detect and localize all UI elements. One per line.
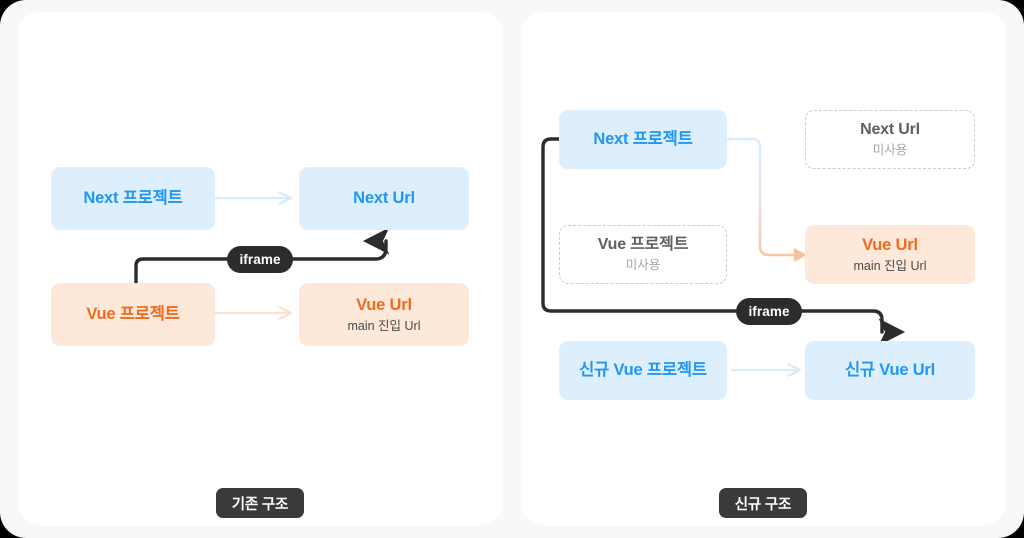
legacy-architecture-card: Next 프로젝트 Next Url Vue 프로젝트 Vue Url main… — [18, 12, 503, 525]
node-next-url-unused[interactable]: Next Url 미사용 — [805, 110, 975, 169]
node-subtitle: main 진입 Url — [853, 258, 927, 273]
node-title: Vue 프로젝트 — [86, 305, 180, 324]
node-title: Next 프로젝트 — [83, 189, 183, 208]
node-vue-url[interactable]: Vue Url main 진입 Url — [805, 225, 975, 284]
new-caption-label: 신규 구조 — [734, 496, 792, 513]
node-subtitle: 미사용 — [872, 143, 908, 158]
node-title: Next Url — [353, 189, 415, 208]
node-title: Next Url — [860, 121, 920, 139]
node-next-url[interactable]: Next Url — [299, 167, 469, 230]
node-vue-url[interactable]: Vue Url main 진입 Url — [299, 283, 469, 346]
node-subtitle: 미사용 — [625, 258, 661, 273]
node-title: Next 프로젝트 — [593, 130, 693, 149]
new-architecture-card: Next 프로젝트 Next Url 미사용 Vue 프로젝트 미사용 Vue … — [521, 12, 1006, 525]
node-next-project[interactable]: Next 프로젝트 — [559, 110, 727, 169]
node-vue-project[interactable]: Vue 프로젝트 — [51, 283, 215, 346]
node-new-vue-project[interactable]: 신규 Vue 프로젝트 — [559, 341, 727, 400]
iframe-badge: iframe — [736, 298, 802, 325]
iframe-badge-label: iframe — [748, 304, 790, 319]
node-vue-project-unused[interactable]: Vue 프로젝트 미사용 — [559, 225, 727, 284]
iframe-badge-label: iframe — [239, 252, 281, 267]
node-title: 신규 Vue 프로젝트 — [579, 361, 707, 380]
node-title: Vue Url — [862, 235, 918, 254]
node-next-project[interactable]: Next 프로젝트 — [51, 167, 215, 230]
legacy-caption-label: 기존 구조 — [231, 496, 289, 513]
new-caption: 신규 구조 — [719, 488, 807, 518]
node-title: Vue Url — [356, 295, 412, 314]
legacy-caption: 기존 구조 — [216, 488, 304, 518]
node-title: Vue 프로젝트 — [597, 236, 689, 254]
node-title: 신규 Vue Url — [844, 361, 936, 380]
node-subtitle: main 진입 Url — [347, 318, 421, 333]
arrow-next-project-to-vue-url — [725, 137, 807, 263]
node-new-vue-url[interactable]: 신규 Vue Url — [805, 341, 975, 400]
iframe-badge: iframe — [227, 246, 293, 273]
